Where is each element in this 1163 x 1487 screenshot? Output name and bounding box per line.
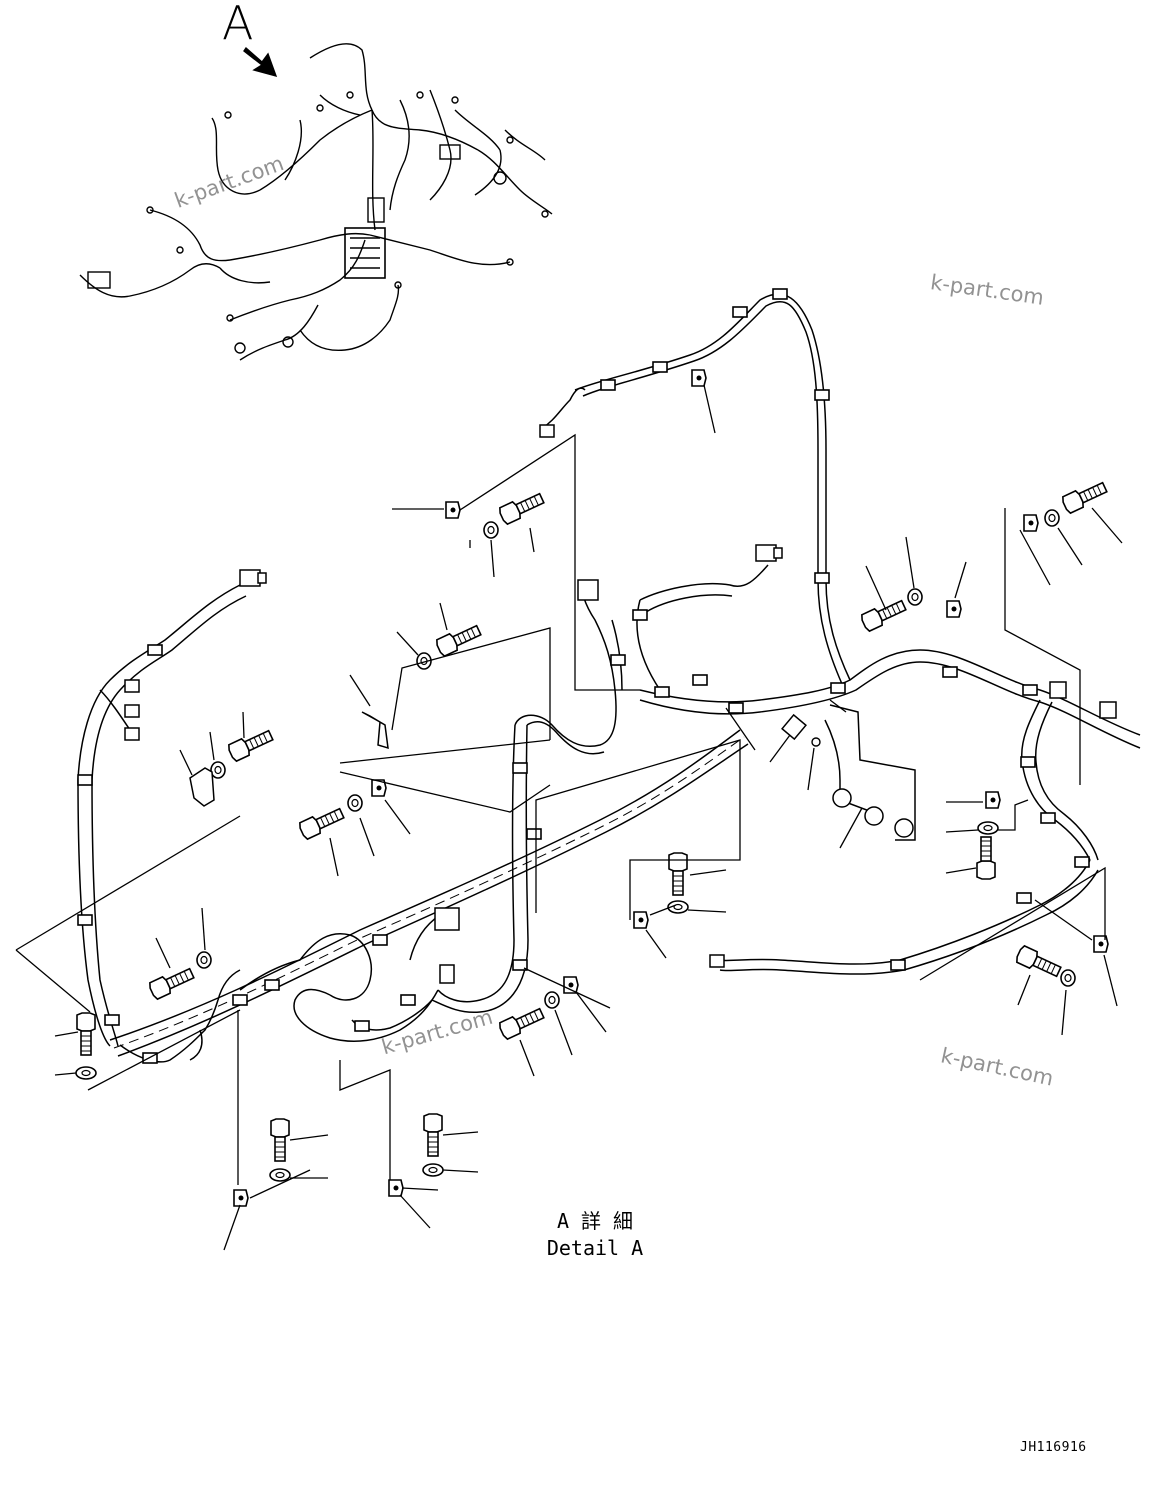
bracket-plate <box>832 788 914 838</box>
view-label-a: A <box>222 0 254 50</box>
main-harness <box>77 293 1141 1063</box>
overview-harness <box>79 43 553 361</box>
connectors <box>124 424 1117 984</box>
leader-lines <box>15 384 1123 1251</box>
fasteners <box>75 369 1110 1207</box>
harness-clamps <box>77 288 1090 1064</box>
drawing-number: JH116916 <box>1020 1440 1087 1455</box>
caption-japanese: A 詳 細 <box>556 1209 634 1233</box>
view-arrow-icon <box>243 46 278 78</box>
caption-english: Detail A <box>546 1236 644 1260</box>
